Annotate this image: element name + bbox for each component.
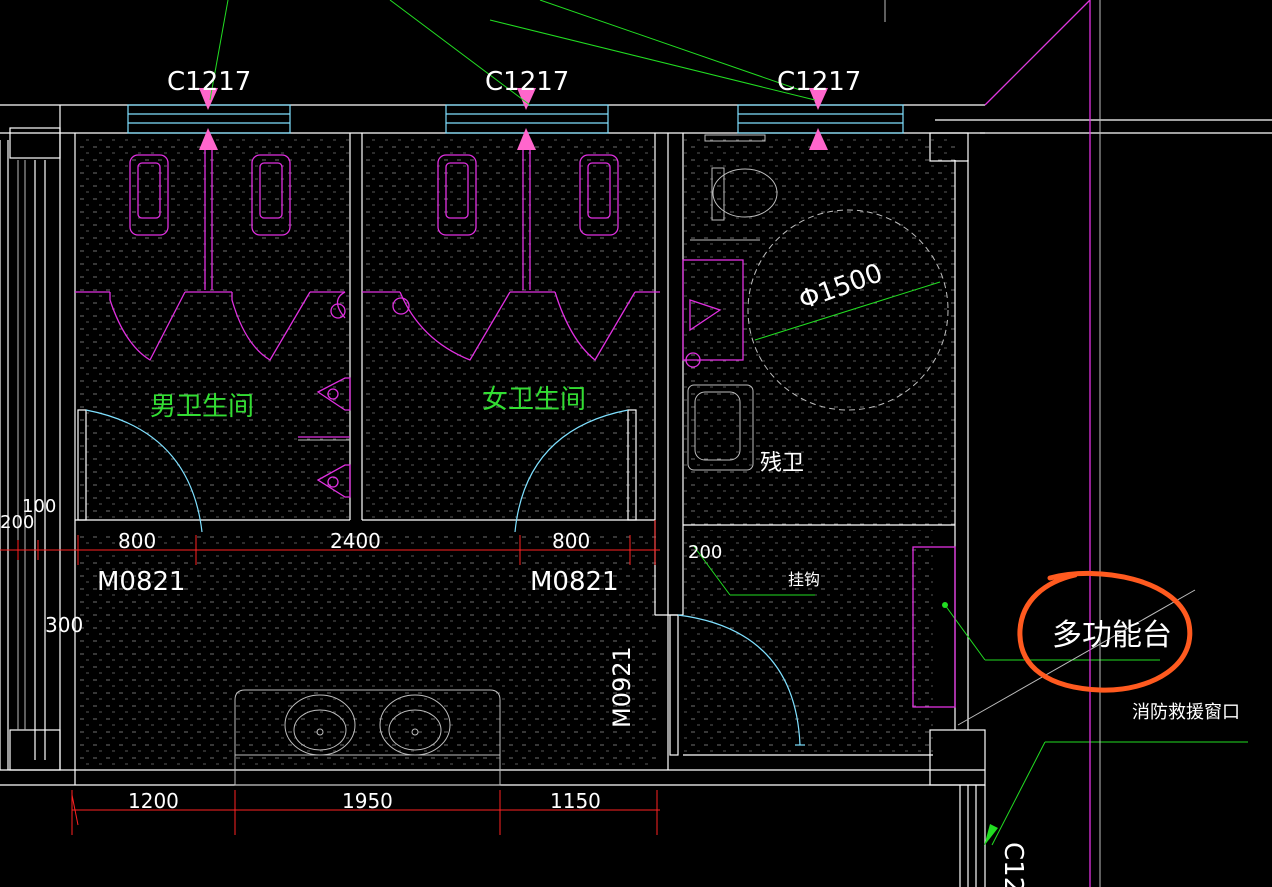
door-label-men: M0821 <box>97 567 186 597</box>
dimension-lines <box>0 520 660 835</box>
window-label-3: C1217 <box>777 67 861 97</box>
structural-grid-lines <box>884 0 1101 887</box>
window-markers <box>199 88 828 150</box>
room-label-women: 女卫生间 <box>482 385 586 415</box>
dim-300: 300 <box>45 613 83 637</box>
window-label-partial: C12 <box>998 842 1028 887</box>
floor-hatch <box>76 135 955 767</box>
sink-counter <box>234 689 501 786</box>
dim-800-left: 800 <box>118 529 156 553</box>
door-label-women: M0821 <box>530 567 619 597</box>
dim-1150: 1150 <box>550 789 601 813</box>
window-label-1: C1217 <box>167 67 251 97</box>
accessible-room-fixtures <box>682 134 956 708</box>
highlight-circle <box>1017 570 1193 693</box>
dim-1200: 1200 <box>128 789 179 813</box>
dim-200-right: 200 <box>688 542 722 563</box>
door-label-accessible: M0921 <box>608 646 636 728</box>
dim-2400: 2400 <box>330 529 381 553</box>
toilet-fixtures <box>75 150 660 498</box>
room-label-accessible: 残卫 <box>760 451 804 476</box>
dim-1950: 1950 <box>342 789 393 813</box>
room-label-men: 男卫生间 <box>150 392 254 422</box>
leader-arrow-icon <box>984 824 998 846</box>
multi-function-table-label: 多功能台 <box>1052 618 1172 653</box>
dim-800-right: 800 <box>552 529 590 553</box>
door-swings <box>77 409 805 756</box>
fire-rescue-window-label: 消防救援窗口 <box>1132 702 1240 723</box>
window-label-2: C1217 <box>485 67 569 97</box>
window-glazing <box>127 104 904 134</box>
hook-label: 挂钩 <box>788 570 820 589</box>
dim-100: 100 <box>22 496 56 517</box>
dim-200-left: 200 <box>0 512 34 533</box>
